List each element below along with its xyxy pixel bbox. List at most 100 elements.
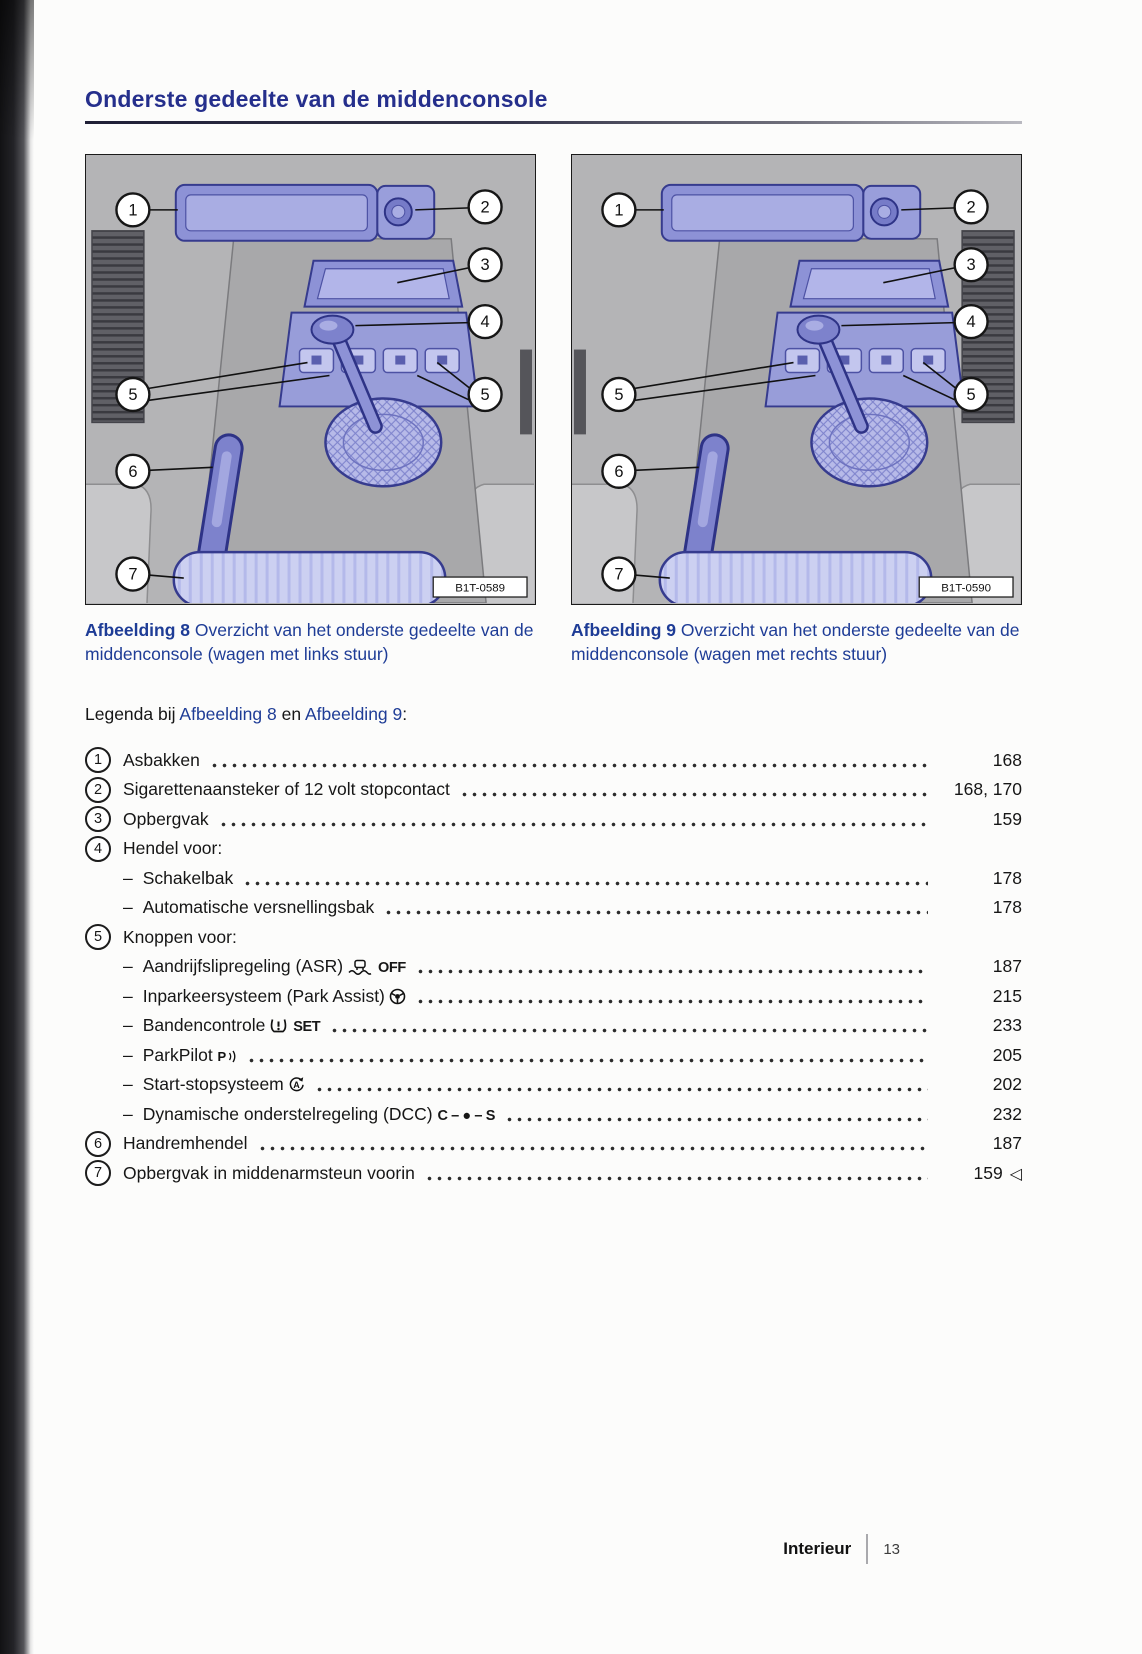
dotted-leader (417, 998, 928, 1004)
legend-dash: – (123, 867, 133, 888)
figure-8-caption-text: Overzicht van het onderste gedeelte van … (85, 620, 534, 664)
legend-label: Automatische versnellingsbak (142, 897, 375, 917)
legend-intro: Legenda bij Afbeelding 8 en Afbeelding 9… (85, 704, 1022, 725)
legend-page-reference: 178 (992, 867, 1022, 888)
legend-label: Inparkeersysteem (Park Assist) (143, 986, 406, 1007)
legend-dash: – (123, 1103, 133, 1124)
legend-page-reference: 187 (992, 956, 1022, 976)
legend-page-reference: 159◁ (973, 1162, 1022, 1183)
svg-text:7: 7 (614, 566, 623, 584)
figure-8: 1 2 3 4 5 5 6 7 B1T-0589 Afbeelding 8 Ov… (85, 154, 536, 666)
dotted-leader (426, 1175, 928, 1181)
legend-number-badge: 7 (85, 1160, 111, 1186)
svg-text:7: 7 (128, 566, 137, 584)
legend-page-reference: 178 (992, 897, 1022, 917)
legend-label: Bandencontrole SET (142, 1015, 321, 1035)
section-end-marker: ◁ (1009, 1165, 1022, 1183)
svg-text:A: A (293, 1080, 300, 1090)
asr-icon (348, 959, 372, 975)
legend-label: Aandrijfslipregeling (ASR) OFF (142, 956, 406, 976)
scan-edge (0, 0, 34, 1654)
legend-page-reference: 187 (992, 1133, 1022, 1153)
dotted-leader (211, 762, 928, 768)
legend-item: 5 Knoppen voor: (85, 922, 1022, 952)
svg-text:B1T-0590: B1T-0590 (941, 583, 991, 595)
legend-subitem: –Aandrijfslipregeling (ASR) OFF 187 (85, 952, 1022, 982)
figure-9-reference: Afbeelding 9 (304, 704, 403, 725)
figure-9-caption-label: Afbeelding 9 (571, 620, 677, 640)
legend-intro-text: en (276, 704, 305, 725)
legend-number-badge: 2 (85, 776, 111, 803)
svg-text:4: 4 (967, 313, 976, 331)
legend-page-reference: 168, 170 (953, 779, 1022, 799)
dotted-leader (248, 1057, 928, 1063)
dotted-leader (220, 821, 928, 827)
svg-text:5: 5 (481, 386, 490, 404)
legend-label: Opbergvak (123, 808, 209, 829)
svg-text:B1T-0589: B1T-0589 (455, 583, 505, 595)
legend-page-reference: 233 (992, 1015, 1022, 1035)
legend-page-reference: 168 (992, 749, 1022, 770)
figure-8-caption: Afbeelding 8 Overzicht van het onderste … (85, 619, 536, 666)
svg-text:1: 1 (128, 201, 137, 219)
dotted-leader (245, 880, 928, 886)
legend-label: Opbergvak in middenarmsteun voorin (123, 1162, 415, 1183)
dotted-leader (332, 1028, 928, 1034)
legend-dash: – (123, 1015, 133, 1035)
legend-page-reference: 159 (992, 808, 1022, 829)
title-rule (85, 121, 1022, 124)
legend-symbol-text: OFF (377, 960, 406, 976)
figure-8-illustration: 1 2 3 4 5 5 6 7 B1T-0589 (85, 154, 536, 605)
console-diagram-right-hand-drive: 1 2 3 4 5 5 6 7 B1T-0590 (572, 155, 1020, 603)
legend-number-badge: 1 (85, 747, 111, 773)
legend-page-reference: 202 (992, 1074, 1022, 1094)
legend-dash: – (123, 985, 133, 1006)
svg-text:3: 3 (481, 256, 490, 274)
legend-page-reference: 205 (992, 1044, 1022, 1065)
svg-text:6: 6 (128, 463, 137, 481)
legend-label: Asbakken (123, 749, 200, 770)
legend-item: 7 Opbergvak in middenarmsteun voorin 159◁ (85, 1158, 1022, 1188)
figure-9: 1 2 3 4 5 5 6 7 B1T-0590 Afbeelding 9 Ov… (571, 154, 1022, 666)
legend-page-reference: 232 (992, 1103, 1022, 1124)
page-content: Onderste gedeelte van de middenconsole (85, 0, 1022, 1654)
figure-8-reference: Afbeelding 8 (179, 704, 277, 725)
dotted-leader (316, 1087, 928, 1093)
legend-dash: – (123, 1044, 133, 1065)
figures-row: 1 2 3 4 5 5 6 7 B1T-0589 Afbeelding 8 Ov… (85, 154, 1022, 666)
legend-label: Dynamische onderstelregeling (DCC) C – ●… (142, 1103, 496, 1124)
legend-label: Handremhendel (123, 1133, 248, 1153)
dotted-leader (506, 1116, 928, 1122)
svg-text:1: 1 (614, 201, 623, 219)
legend-number-badge: 5 (85, 924, 111, 950)
legend-page-reference: 215 (992, 985, 1022, 1006)
figure-8-caption-label: Afbeelding 8 (85, 620, 191, 640)
console-diagram-left-hand-drive: 1 2 3 4 5 5 6 7 B1T-0589 (86, 155, 534, 603)
legend-label: Knoppen voor: (123, 926, 237, 947)
footer-page-number: 13 (883, 1540, 900, 1558)
footer-divider (866, 1534, 869, 1564)
dotted-leader (386, 910, 928, 916)
legend-dash: – (123, 956, 133, 976)
dotted-leader (417, 969, 928, 975)
legend-subitem: –Bandencontrole SET 233 (85, 1011, 1022, 1041)
svg-text:2: 2 (481, 198, 490, 216)
page-footer: Interieur 13 (783, 1534, 900, 1564)
parkpilot-icon: P (217, 1049, 236, 1064)
svg-text:3: 3 (967, 256, 976, 274)
svg-text:5: 5 (614, 386, 623, 404)
legend-subitem: –Dynamische onderstelregeling (DCC) C – … (85, 1099, 1022, 1129)
figure-9-caption-text: Overzicht van het onderste gedeelte van … (571, 620, 1020, 664)
legend-intro-text: Legenda bij (85, 704, 180, 725)
dotted-leader (461, 792, 928, 798)
